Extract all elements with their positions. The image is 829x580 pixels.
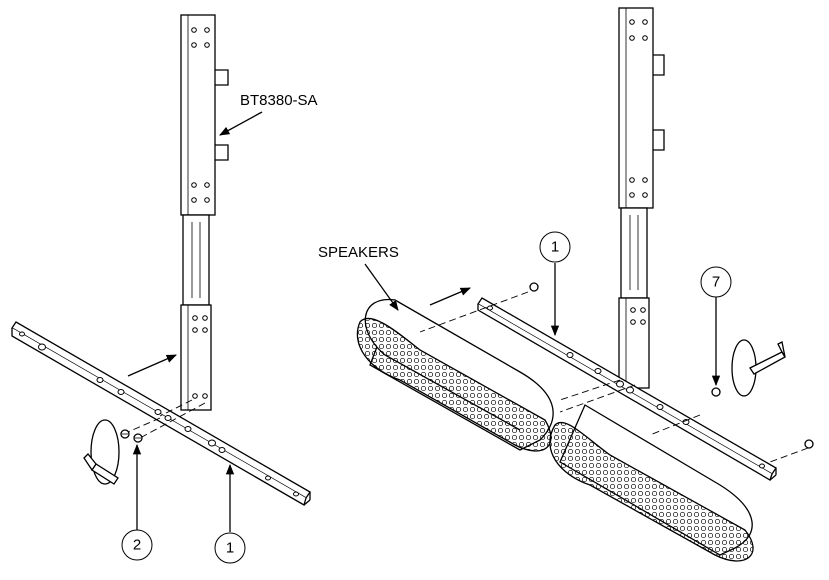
balloon-item-2: 2 — [121, 443, 153, 561]
left-base-bar — [11, 321, 311, 506]
svg-text:2: 2 — [133, 537, 141, 554]
screw-icon — [120, 429, 143, 443]
balloon-item-1-right: 1 — [539, 231, 571, 337]
speakers-label: SPEAKERS — [318, 244, 399, 261]
svg-text:7: 7 — [712, 274, 720, 291]
balloon-item-7: 7 — [700, 266, 732, 387]
left-upright-bracket — [180, 14, 229, 411]
speaker-left — [356, 298, 554, 452]
bracket-part-label: BT8380-SA — [240, 92, 318, 109]
screw-icon — [529, 282, 814, 449]
allen-key-icon — [83, 419, 120, 485]
svg-text:1: 1 — [551, 239, 559, 256]
right-upright-bracket — [618, 7, 665, 389]
allen-key-icon — [731, 339, 786, 397]
svg-text:1: 1 — [226, 540, 234, 557]
right-base-bar — [477, 297, 777, 481]
balloon-item-1-bottom: 1 — [214, 463, 246, 564]
speaker-right — [549, 404, 754, 562]
